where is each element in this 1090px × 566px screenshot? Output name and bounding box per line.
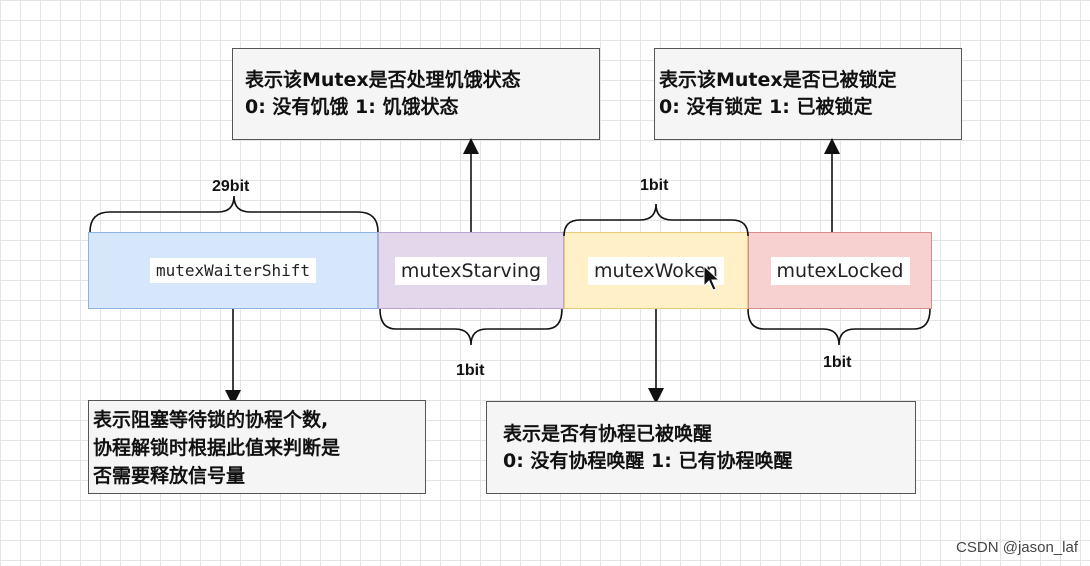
waiter-description-line2: 协程解锁时根据此值来判断是 [93,437,341,459]
bit-label-starving: 1bit [456,362,485,379]
field-mutex-starving: mutexStarving [378,232,564,309]
starving-description-line2: 0: 没有饥饿 1: 饥饿状态 [245,96,459,118]
locked-description-line1: 表示该Mutex是否已被锁定 [659,69,897,91]
bit-label-29bit: 29bit [212,178,250,195]
cursor-icon [703,264,721,291]
field-label-mutex-starving: mutexStarving [394,256,548,285]
field-label-mutex-woken: mutexWoken [588,256,724,285]
field-mutex-waiter-shift: mutexWaiterShift [88,232,378,309]
watermark: CSDN @jason_laf [956,539,1078,556]
field-label-mutex-locked: mutexLocked [770,256,910,285]
woken-description-line2: 0: 没有协程唤醒 1: 已有协程唤醒 [503,450,793,472]
bit-label-locked: 1bit [823,354,852,371]
brace-locked-1bit [747,308,931,346]
starving-description-box: 表示该Mutex是否处理饥饿状态 0: 没有饥饿 1: 饥饿状态 [232,48,600,140]
brace-29bit [89,195,379,233]
waiter-shift-description-box: 表示阻塞等待锁的协程个数, 协程解锁时根据此值来判断是 否需要释放信号量 [88,400,426,494]
waiter-description-line1: 表示阻塞等待锁的协程个数, [93,409,329,431]
brace-woken-1bit [563,203,749,237]
starving-description-line1: 表示该Mutex是否处理饥饿状态 [245,69,521,91]
locked-description-box: 表示该Mutex是否已被锁定 0: 没有锁定 1: 已被锁定 [654,48,962,140]
bit-label-woken: 1bit [640,177,669,194]
brace-starving-1bit [379,308,563,346]
field-label-mutex-waiter-shift: mutexWaiterShift [149,258,317,283]
field-mutex-woken: mutexWoken [564,232,748,309]
waiter-description-line3: 否需要释放信号量 [93,465,246,487]
woken-description-line1: 表示是否有协程已被唤醒 [503,423,713,445]
locked-description-line2: 0: 没有锁定 1: 已被锁定 [659,96,873,118]
woken-description-box: 表示是否有协程已被唤醒 0: 没有协程唤醒 1: 已有协程唤醒 [486,401,916,494]
field-mutex-locked: mutexLocked [748,232,932,309]
